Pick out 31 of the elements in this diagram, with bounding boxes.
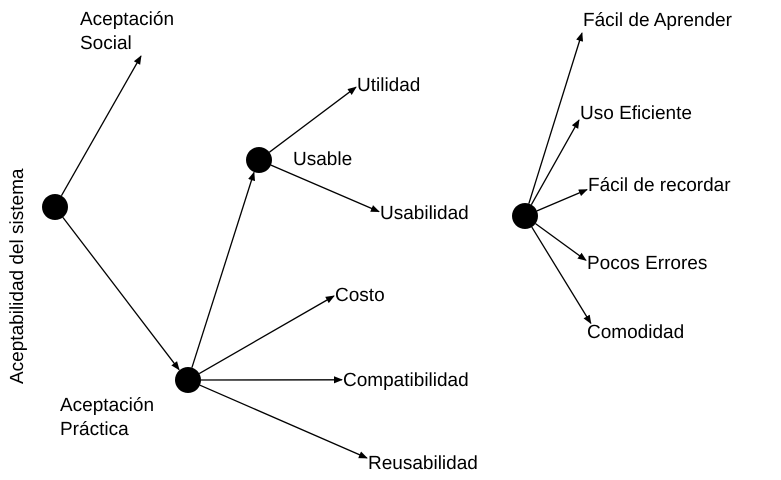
node-label: Pocos Errores [587,252,708,276]
arrow [531,226,592,324]
arrow [528,32,584,204]
node-label: Aceptación Social [80,8,180,56]
node-label: Fácil de recordar [588,174,731,198]
arrow [191,172,255,368]
arrow [269,86,357,153]
arrow [201,376,343,384]
arrow [535,223,587,261]
node-dot [246,147,272,173]
node-dot [42,194,68,220]
node-label: Utilidad [357,74,420,98]
node-label: Usabilidad [380,202,469,226]
node-caption: Aceptación Práctica [60,394,156,442]
node-dot [512,203,538,229]
node-dot [175,367,201,393]
arrow [200,384,368,459]
arrow [530,119,580,205]
node-label: Costo [335,284,385,308]
node-label: Reusabilidad [368,452,478,476]
node-label: Fácil de Aprender [583,9,732,33]
arrow [62,216,180,370]
arrow [270,164,380,212]
arrow [60,55,142,196]
node-label: Uso Eficiente [580,102,692,126]
node-caption: Aceptabilidad del sistema [6,168,29,384]
node-label: Compatibilidad [343,369,469,393]
arrow [198,295,335,374]
arrow [536,189,588,212]
node-label: Comodidad [587,321,684,345]
node-caption: Usable [293,148,352,172]
